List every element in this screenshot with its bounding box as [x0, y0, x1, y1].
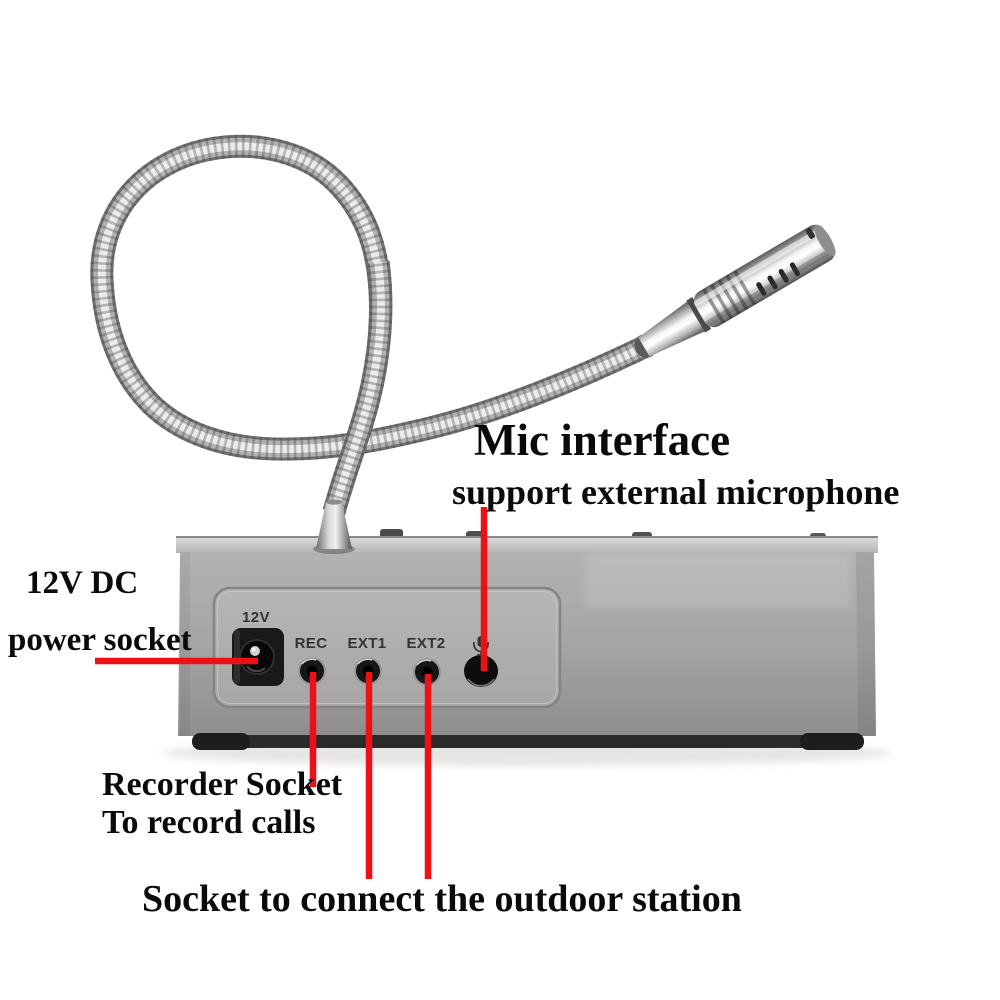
tube-ribs — [90, 134, 654, 516]
gooseneck-microphone — [90, 134, 836, 554]
device-right-shade — [856, 552, 876, 736]
mic-head-tip-notch — [805, 227, 815, 239]
outdoor-station-label: Socket to connect the outdoor station — [142, 878, 742, 920]
power-socket-label-line1: 12V DC — [26, 565, 139, 601]
mic-head-capsule — [693, 224, 836, 328]
power-socket-label-line2: power socket — [8, 622, 192, 658]
device-left-foot — [192, 733, 250, 750]
dc-power-socket — [232, 628, 284, 686]
recorder-socket-label-line2: To record calls — [102, 804, 316, 841]
device-base-strip — [194, 735, 858, 748]
body-highlight — [585, 554, 850, 609]
device-right-foot — [800, 733, 864, 750]
microphone-head — [634, 224, 836, 358]
connector-ports — [232, 628, 498, 687]
gooseneck-base-cone — [313, 499, 355, 554]
rec-port-label: REC — [295, 635, 328, 652]
annotation-pointer-lines — [95, 507, 488, 879]
mic-head-tip — [814, 224, 836, 257]
mic-interface-subtitle: support external microphone — [452, 472, 900, 512]
ext2-port-label: EXT2 — [406, 635, 445, 652]
ext1-jack — [354, 657, 382, 685]
mic-interface-title: Mic interface — [474, 415, 731, 465]
dc-pin — [250, 646, 260, 656]
connector-panel-bevel — [217, 591, 557, 704]
device-left-shade — [180, 552, 190, 736]
device-top-edge-line — [176, 536, 878, 538]
ext1-port-label: EXT1 — [347, 635, 386, 652]
tube-front-segment — [322, 260, 393, 516]
ext2-jack — [413, 658, 441, 686]
power-port-label: 12V — [242, 609, 270, 626]
panel-printed-labels: 12V REC EXT1 EXT2 — [242, 609, 489, 656]
gooseneck-tube — [90, 134, 654, 516]
rec-jack — [298, 657, 326, 685]
recorder-socket-label-line1: Recorder Socket — [102, 766, 343, 803]
device-top-rim — [176, 537, 878, 553]
mic-head-connector — [638, 300, 707, 357]
mic-head-slots — [756, 262, 800, 296]
